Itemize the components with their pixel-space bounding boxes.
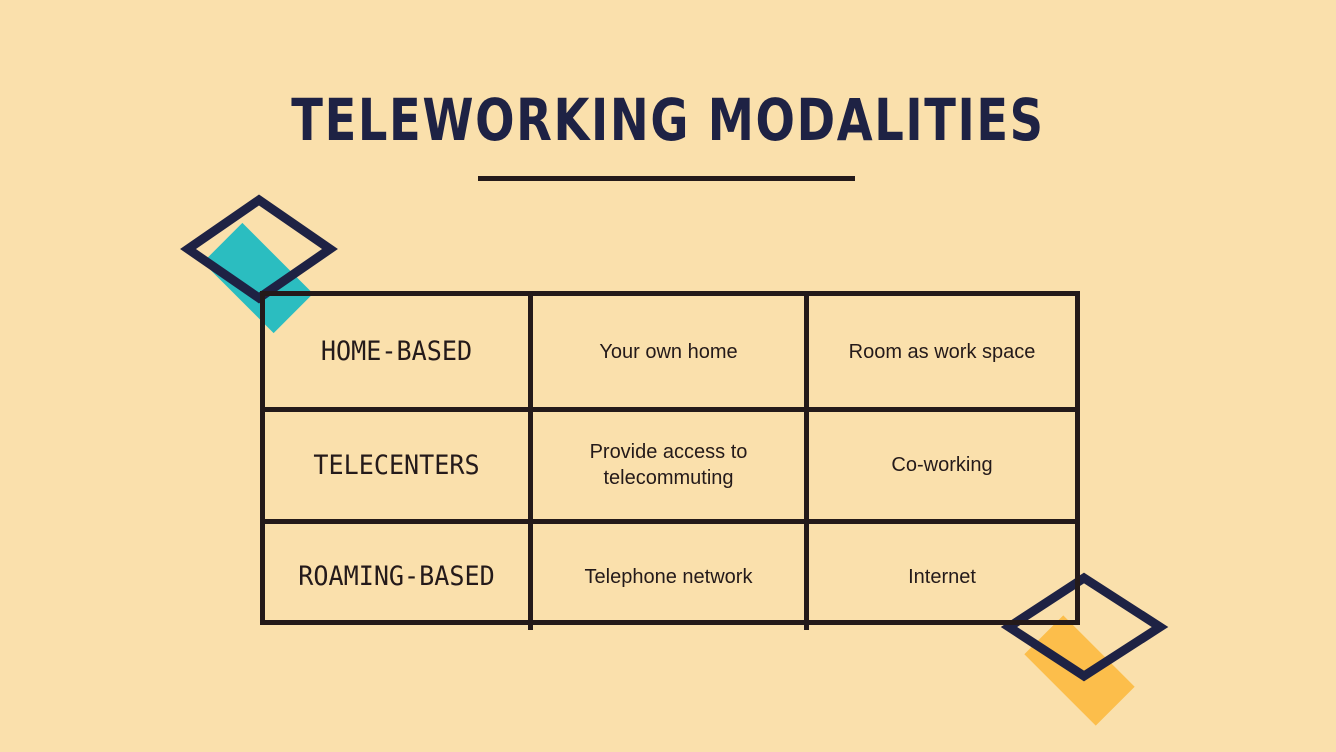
table-row: TELECENTERS Provide access to telecommut… <box>265 407 1075 519</box>
page-title: TELEWORKING MODALITIES <box>291 86 1045 154</box>
table-row: ROAMING-BASED Telephone network Internet <box>265 518 1075 630</box>
modality-detail-primary: Your own home <box>528 296 804 408</box>
outline-diamond-top-left-shape <box>180 194 338 304</box>
modality-detail-secondary: Room as work space <box>804 296 1075 408</box>
outline-diamond-bottom-right <box>1000 572 1169 682</box>
modality-detail-primary: Telephone network <box>528 523 804 630</box>
modality-label: TELECENTERS <box>313 449 480 481</box>
modality-detail-primary: Provide access to telecommuting <box>528 412 804 519</box>
outline-diamond-bottom-right-shape <box>1000 572 1169 682</box>
modality-label: ROAMING-BASED <box>298 561 495 593</box>
modalities-table: HOME-BASED Your own home Room as work sp… <box>260 291 1080 630</box>
outline-diamond-top-left <box>180 194 338 304</box>
table-row: HOME-BASED Your own home Room as work sp… <box>265 296 1075 408</box>
modality-detail-secondary: Internet <box>804 523 1075 630</box>
modality-label: HOME-BASED <box>320 336 473 368</box>
modality-detail-secondary: Co-working <box>804 412 1075 519</box>
title-underline-rule <box>478 176 855 181</box>
